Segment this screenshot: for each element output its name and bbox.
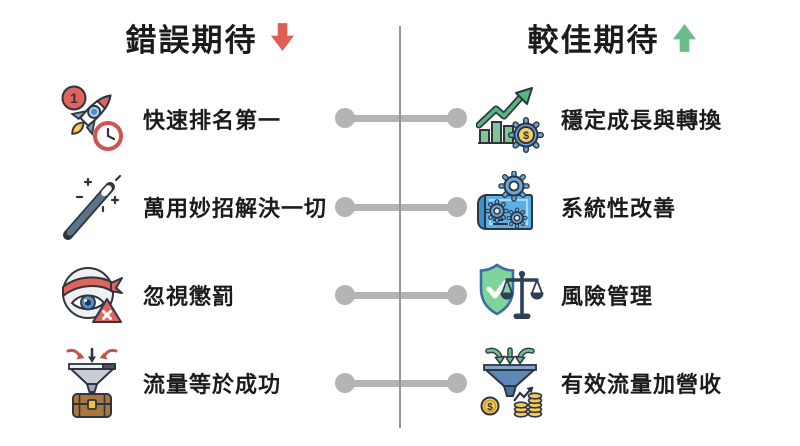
list-item-wrong-2: 萬用妙招解決一切: [58, 169, 368, 245]
connector-bar: [344, 291, 458, 299]
item-label: 萬用妙招解決一切: [143, 196, 328, 221]
funnel-chest-icon: [58, 347, 126, 419]
svg-text:$: $: [523, 130, 529, 142]
list-item-wrong-4: 流量等於成功: [58, 345, 368, 421]
connector-dot-right: [447, 197, 467, 217]
funnel-coins-revenue-icon: $: [476, 347, 544, 419]
list-item-better-4: $ 有效流量加營收: [476, 345, 798, 421]
item-label: 快速排名第一: [143, 108, 282, 133]
list-item-better-2: 系統性改善: [476, 169, 798, 245]
list-item-wrong-3: 忽視懲罰: [58, 257, 368, 333]
right-header-title: 較佳期待: [527, 22, 660, 58]
magic-wand-icon: [58, 171, 126, 243]
left-header-title: 錯誤期待: [125, 22, 258, 58]
right-column-header: 較佳期待: [412, 14, 800, 60]
connector-dot-right: [447, 373, 467, 393]
connector: [335, 373, 467, 393]
list-item-better-3: 風險管理: [476, 257, 798, 333]
down-arrow-icon: [270, 22, 294, 51]
rocket-clock-icon: 1: [58, 83, 126, 155]
item-label: 系統性改善: [561, 196, 677, 221]
left-column-header: 錯誤期待: [10, 14, 410, 60]
blueprint-gears-icon: [476, 171, 544, 243]
connector-bar: [344, 379, 458, 387]
connector-bar: [344, 114, 458, 122]
svg-text:1: 1: [70, 90, 78, 106]
item-label: 風險管理: [561, 284, 654, 309]
connector: [335, 285, 467, 305]
growth-chart-coin-gear-icon: $: [476, 83, 544, 155]
connector-dot-right: [447, 285, 467, 305]
item-label: 穩定成長與轉換: [561, 108, 723, 133]
up-arrow-icon: [672, 23, 696, 52]
list-item-wrong-1: 1 快速排名第一: [58, 81, 368, 157]
shield-check-scales-icon: [476, 259, 544, 331]
connector: [335, 108, 467, 128]
svg-text:$: $: [487, 402, 493, 413]
item-label: 流量等於成功: [143, 372, 282, 397]
connector-bar: [344, 203, 458, 211]
item-label: 忽視懲罰: [143, 284, 236, 309]
connector: [335, 197, 467, 217]
item-label: 有效流量加營收: [561, 372, 723, 397]
vertical-divider-line: [399, 26, 401, 428]
blindfold-penalty-icon: [58, 259, 126, 331]
list-item-better-1: $ 穩定成長與轉換: [476, 81, 798, 157]
connector-dot-right: [447, 108, 467, 128]
